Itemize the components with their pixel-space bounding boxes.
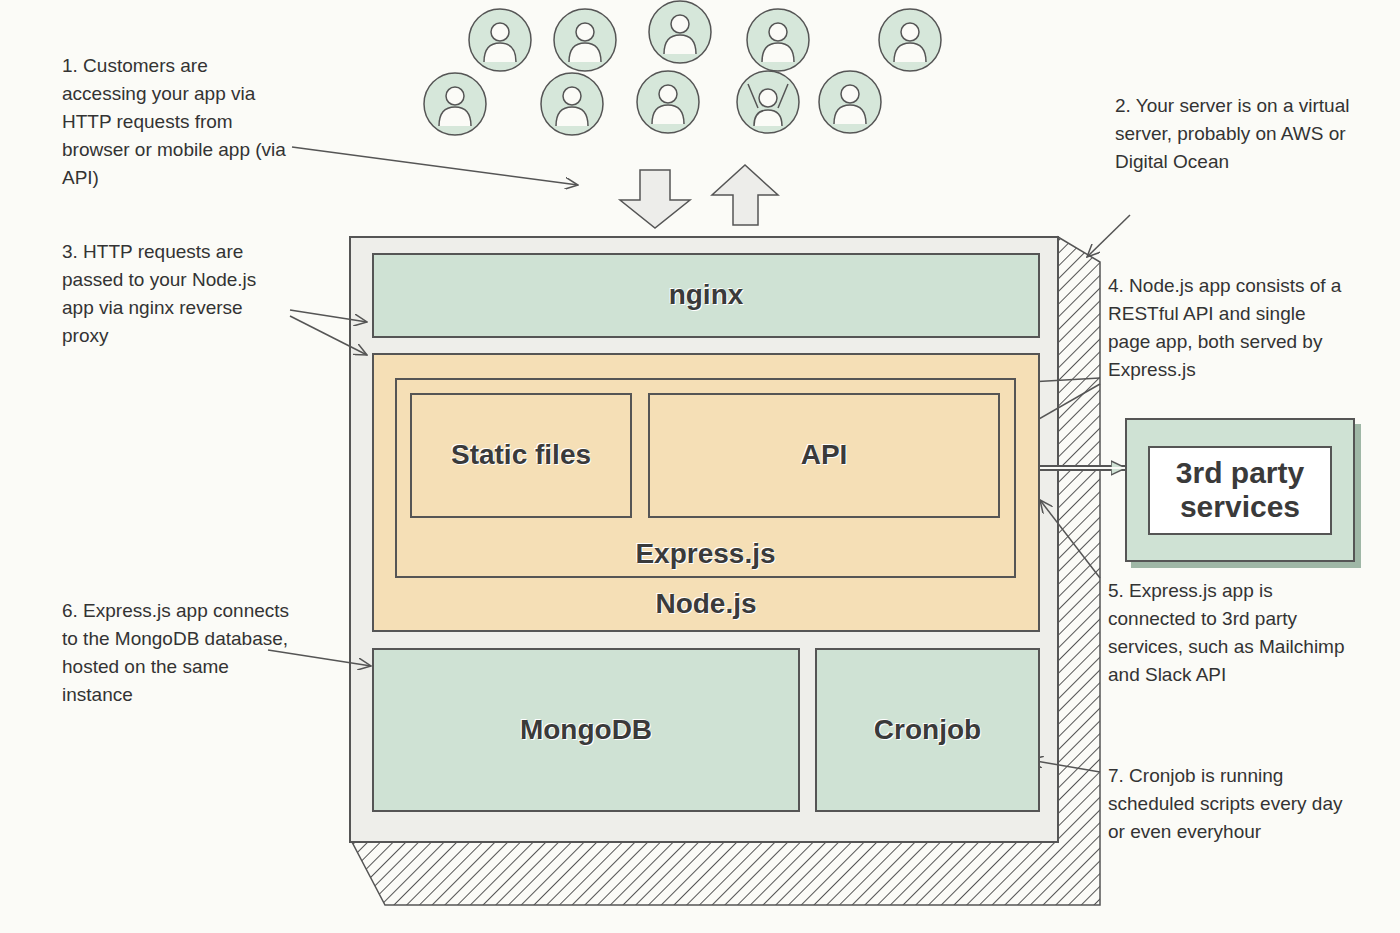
box-label: Express.js bbox=[635, 538, 775, 570]
callout-note: 2. Your server is on a virtual server, p… bbox=[1115, 92, 1360, 176]
static-box: Static files bbox=[410, 393, 632, 518]
box-label: API bbox=[801, 439, 848, 471]
box-label: Cronjob bbox=[874, 714, 981, 746]
server-shadow bbox=[352, 237, 1100, 905]
request-arrow bbox=[620, 170, 690, 228]
box-label: nginx bbox=[669, 279, 744, 311]
cron-box: Cronjob bbox=[815, 648, 1040, 812]
callout-note: 1. Customers are accessing your app via … bbox=[62, 52, 287, 192]
callout-note: 4. Node.js app consists of a RESTful API… bbox=[1108, 272, 1348, 384]
database-box: MongoDB bbox=[372, 648, 800, 812]
box-label: MongoDB bbox=[520, 714, 652, 746]
service-box: 3rd party services bbox=[1125, 418, 1355, 562]
callout-note: 6. Express.js app connects to the MongoD… bbox=[62, 597, 297, 709]
box-label: 3rd party services bbox=[1148, 446, 1332, 535]
callout-note: 3. HTTP requests are passed to your Node… bbox=[62, 238, 287, 350]
box-label: Static files bbox=[451, 439, 591, 471]
customer-icons bbox=[424, 1, 941, 135]
response-arrow bbox=[712, 165, 778, 225]
callout-note: 7. Cronjob is running scheduled scripts … bbox=[1108, 762, 1343, 846]
framework-box: Express.js Static files API bbox=[395, 378, 1016, 578]
api-box: API bbox=[648, 393, 1000, 518]
server-box bbox=[350, 237, 1058, 842]
callout-note: 5. Express.js app is connected to 3rd pa… bbox=[1108, 577, 1358, 689]
runtime-box: Node.js Express.js Static files API bbox=[372, 353, 1040, 632]
proxy-band: nginx bbox=[372, 253, 1040, 338]
box-label: Node.js bbox=[655, 588, 756, 620]
